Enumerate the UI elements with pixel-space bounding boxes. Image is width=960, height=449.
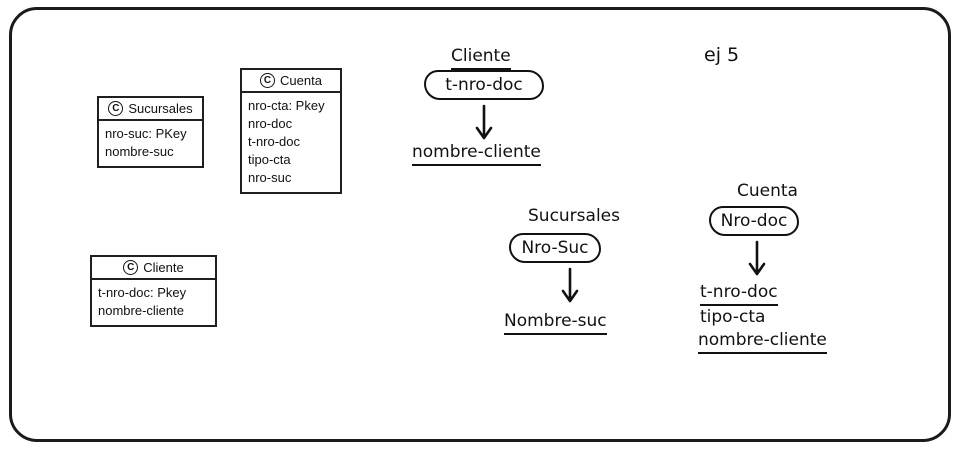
class-box-cliente[interactable]: C Cliente t-nro-doc: Pkey nombre-cliente [90,255,217,327]
class-attribute: nro-cta: Pkey [248,98,325,113]
exercise-label: ej 5 [704,44,740,66]
class-name: Sucursales [128,101,193,116]
fd-entity-label: Cuenta [737,181,798,201]
arrow-down-icon [748,240,766,276]
class-attribute: nro-doc [248,116,293,131]
fd-dependent: t-nro-doc [700,282,778,306]
fd-determinant-box[interactable]: Nro-doc [709,206,799,236]
class-attribute: nro-suc: PKey [105,126,187,141]
fd-determinant: Nro-doc [720,211,788,231]
fd-entity-label: Sucursales [528,206,620,226]
class-icon: C [123,260,139,275]
class-attributes: nro-suc: PKey nombre-suc [99,121,202,166]
class-attribute: t-nro-doc [248,134,301,149]
arrow-down-icon [475,104,493,140]
arrow-down-icon [561,267,579,303]
class-attributes: t-nro-doc: Pkey nombre-cliente [92,280,215,325]
fd-entity-label: Cliente [451,46,511,70]
class-header: C Cuenta [242,70,340,93]
class-attribute: nombre-cliente [98,303,184,318]
fd-determinant-box[interactable]: Nro-Suc [509,233,601,263]
fd-dependent: tipo-cta [700,307,766,327]
fd-determinant-box[interactable]: t-nro-doc [424,70,544,100]
class-box-sucursales[interactable]: C Sucursales nro-suc: PKey nombre-suc [97,96,204,168]
fd-determinant: t-nro-doc [445,75,523,95]
class-name: Cliente [143,260,184,275]
fd-dependent: nombre-cliente [698,330,827,354]
fd-determinant: Nro-Suc [521,238,589,258]
class-header: C Sucursales [99,98,202,121]
class-attribute: nombre-suc [105,144,174,159]
class-name: Cuenta [280,73,322,88]
class-attribute: t-nro-doc: Pkey [98,285,187,300]
class-box-cuenta[interactable]: C Cuenta nro-cta: Pkey nro-doc t-nro-doc… [240,68,342,194]
class-icon: C [108,101,124,116]
fd-dependent: nombre-cliente [412,142,541,166]
class-icon: C [260,73,276,88]
canvas-frame [9,7,951,442]
fd-dependent: Nombre-suc [504,311,607,335]
class-attribute: tipo-cta [248,152,291,167]
class-attribute: nro-suc [248,170,292,185]
class-header: C Cliente [92,257,215,280]
class-attributes: nro-cta: Pkey nro-doc t-nro-doc tipo-cta… [242,93,340,192]
